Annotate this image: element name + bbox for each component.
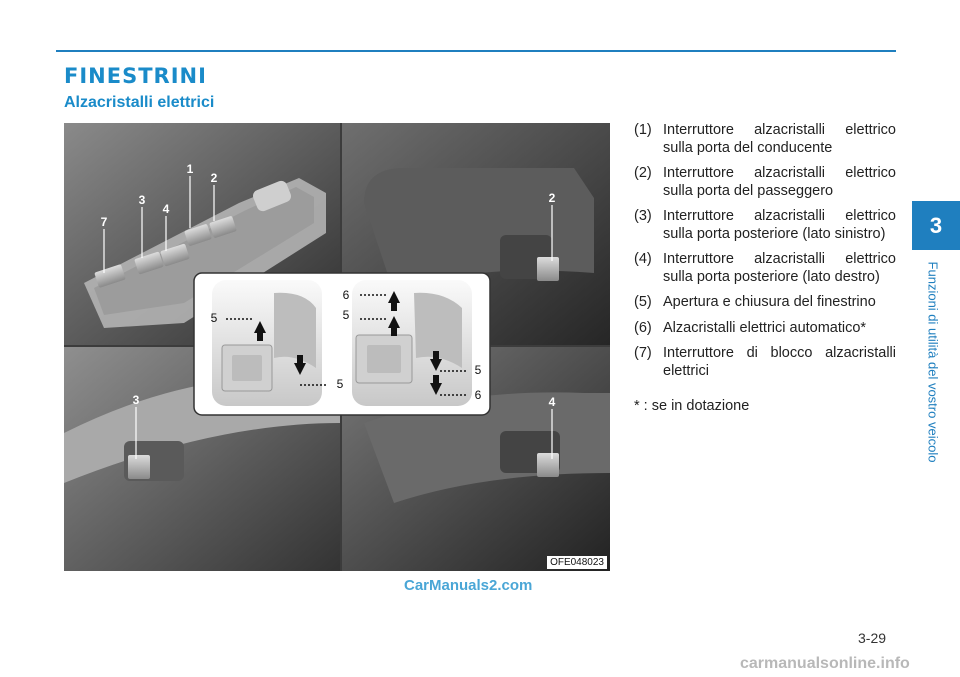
callout-2-passenger: 2 xyxy=(549,191,556,205)
legend-num: (6) xyxy=(634,319,652,336)
callout-3: 3 xyxy=(139,193,146,207)
top-rule xyxy=(56,50,896,52)
chapter-title-vertical: Funzioni di utilità del vostro veicolo xyxy=(925,261,941,463)
legend-text: Interruttore alzacristalli elettrico sul… xyxy=(663,251,896,285)
legend-item-7: (7) Interruttore di blocco alzacristalli… xyxy=(634,345,896,380)
label-5c: 5 xyxy=(343,308,350,322)
rear-left-switch xyxy=(128,455,150,479)
label-6b: 6 xyxy=(475,388,482,402)
chapter-tab: 3 xyxy=(912,201,960,250)
figure-code: OFE048023 xyxy=(547,556,607,569)
legend-item-6: (6) Alzacristalli elettrici automatico* xyxy=(634,320,896,338)
callout-2: 2 xyxy=(211,171,218,185)
legend-item-2: (2) Interruttore alzacristalli elettrico… xyxy=(634,165,896,200)
legend-text: Apertura e chiusura del finestrino xyxy=(663,294,876,310)
passenger-switch xyxy=(537,257,559,281)
callout-3-rear-left: 3 xyxy=(133,393,140,407)
switch-driver xyxy=(184,224,212,246)
legend-text: Alzacristalli elettrici automatico* xyxy=(663,319,867,336)
driver-switch-panel xyxy=(94,187,314,315)
watermark-carmanuals2: CarManuals2.com xyxy=(404,577,533,594)
rear-right-switch xyxy=(537,453,559,477)
switch-rear-right xyxy=(160,243,190,267)
legend-item-1: (1) Interruttore alzacristalli elettrico… xyxy=(634,122,896,157)
legend-text: Interruttore alzacristalli elettrico sul… xyxy=(663,122,896,156)
legend-num: (4) xyxy=(634,251,652,267)
page-number: 3-29 xyxy=(858,630,887,646)
legend-item-3: (3) Interruttore alzacristalli elettrico… xyxy=(634,208,896,243)
callout-7: 7 xyxy=(101,215,108,229)
watermark-carmanualsonline: carmanualsonline.info xyxy=(740,655,910,672)
legend-text: Interruttore di blocco alzacristalli ele… xyxy=(663,345,896,379)
section-title: FINESTRINI xyxy=(64,64,207,88)
subsection-title: Alzacristalli elettrici xyxy=(64,94,215,111)
footnote: * : se in dotazione xyxy=(634,398,750,414)
legend-num: (2) xyxy=(634,165,652,181)
legend-num: (3) xyxy=(634,208,652,224)
label-6a: 6 xyxy=(343,288,350,302)
switch-detail-inset: 5 5 5 5 6 6 xyxy=(193,272,491,416)
switch-passenger xyxy=(209,216,237,238)
callout-4: 4 xyxy=(163,202,170,216)
window-switch-figure: 7 3 4 1 2 2 3 4 xyxy=(64,123,610,571)
mirror-control xyxy=(253,180,291,212)
callout-lines xyxy=(103,176,553,459)
legend-num: (7) xyxy=(634,345,652,361)
legend-list: (1) Interruttore alzacristalli elettrico… xyxy=(634,122,896,416)
label-5d: 5 xyxy=(475,363,482,377)
callout-1: 1 xyxy=(187,162,194,176)
legend-num: (5) xyxy=(634,294,652,310)
callout-4-rear-right: 4 xyxy=(549,395,556,409)
label-5a: 5 xyxy=(211,311,218,325)
legend-num: (1) xyxy=(634,122,652,138)
lock-switch xyxy=(94,264,126,288)
legend-text: Interruttore alzacristalli elettrico sul… xyxy=(663,208,896,242)
rear-right-armrest xyxy=(364,392,610,503)
legend-item-4: (4) Interruttore alzacristalli elettrico… xyxy=(634,251,896,286)
legend-text: Interruttore alzacristalli elettrico sul… xyxy=(663,165,896,199)
label-5b: 5 xyxy=(337,377,344,391)
legend-item-5: (5) Apertura e chiusura del finestrino xyxy=(634,294,896,312)
